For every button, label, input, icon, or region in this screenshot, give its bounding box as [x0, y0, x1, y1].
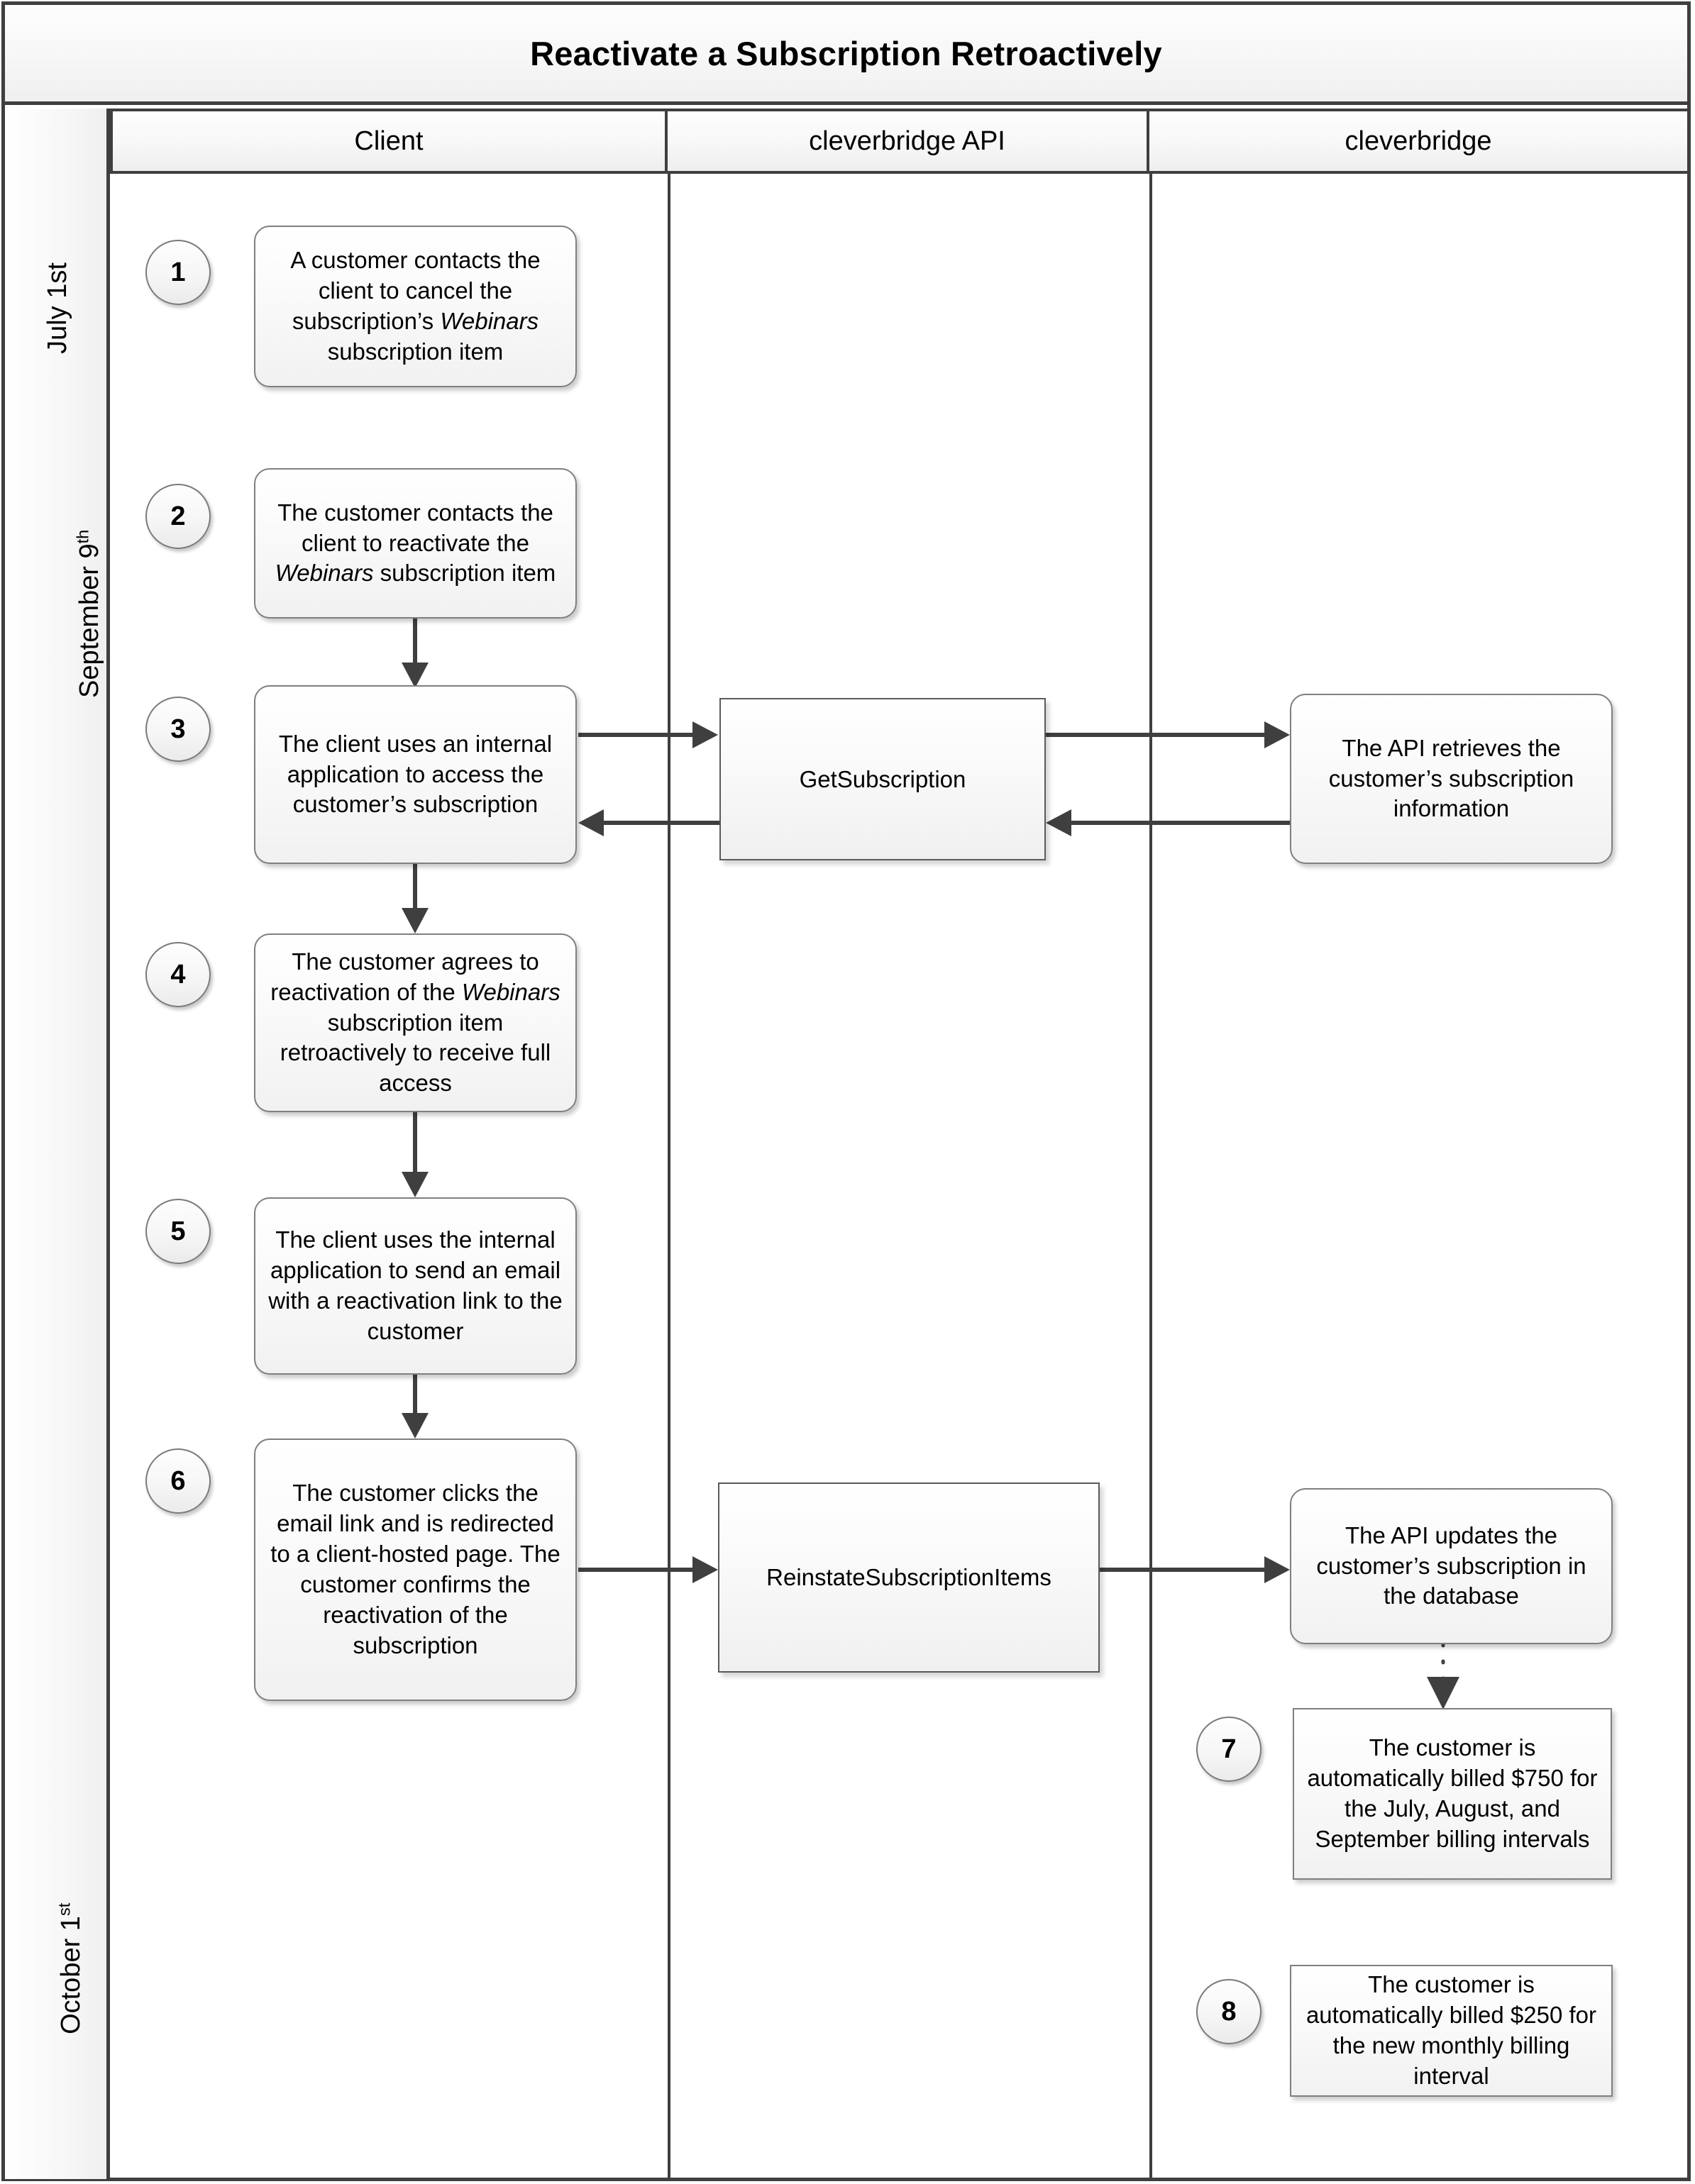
- date-label-september-9th: September 9th: [5, 530, 110, 698]
- lane-header-cleverbridge-api-label: cleverbridge API: [809, 126, 1005, 156]
- timeline-date-column: July 1st September 9th October 1st: [5, 109, 110, 2179]
- node-api-updates-subscription-text: The API updates the customer’s subscript…: [1316, 1521, 1586, 1609]
- arrowhead-step2-step3: [402, 663, 429, 688]
- node-api-retrieves-subscription: The API retrieves the customer’s subscri…: [1290, 694, 1613, 864]
- node-step-8: The customer is automatically billed $25…: [1290, 1965, 1613, 2097]
- lane-header-cleverbridge-api: cleverbridge API: [668, 109, 1149, 174]
- lane-divider-client-api: [668, 174, 670, 2179]
- api-call-reinstate-subscription-items: ReinstateSubscriptionItems: [718, 1482, 1100, 1673]
- arrowhead-getsubscription-api-retrieve: [1264, 721, 1290, 748]
- arrowhead-api-update-step7: [1427, 1677, 1459, 1709]
- arrowhead-reinstate-api-update: [1264, 1556, 1290, 1583]
- lane-header-client: Client: [110, 109, 668, 174]
- node-step-3: The client uses an internal application …: [254, 685, 577, 864]
- step-number-2: 2: [145, 484, 211, 549]
- arrowhead-step4-step5: [402, 1172, 429, 1197]
- diagram-title-band: Reactivate a Subscription Retroactively: [5, 5, 1687, 105]
- step-number-6: 6: [145, 1448, 211, 1514]
- arrowhead-step6-reinstate: [692, 1556, 718, 1583]
- node-step-1: A customer contacts the client to cancel…: [254, 226, 577, 387]
- lane-header-cleverbridge: cleverbridge: [1149, 109, 1687, 174]
- step-number-3: 3: [145, 697, 211, 762]
- arrowhead-step3-step4: [402, 908, 429, 933]
- node-api-retrieves-subscription-text: The API retrieves the customer’s subscri…: [1328, 734, 1574, 822]
- node-step-7: The customer is automatically billed $75…: [1293, 1708, 1612, 1880]
- node-step-5: The client uses the internal application…: [254, 1197, 577, 1375]
- step-number-7: 7: [1196, 1717, 1261, 1782]
- page-title: Reactivate a Subscription Retroactively: [530, 34, 1162, 72]
- node-step-6: The customer clicks the email link and i…: [254, 1439, 577, 1701]
- node-step-7-text: The customer is automatically billed $75…: [1307, 1734, 1598, 1852]
- api-call-get-subscription-label: GetSubscription: [799, 765, 966, 792]
- node-step-2: The customer contacts the client to reac…: [254, 468, 577, 619]
- node-step-5-text: The client uses the internal application…: [268, 1226, 563, 1344]
- api-call-get-subscription: GetSubscription: [719, 698, 1046, 860]
- node-step-4: The customer agrees to reactivation of t…: [254, 933, 577, 1112]
- node-step-1-text: A customer contacts the client to cancel…: [290, 247, 541, 365]
- lane-header-cleverbridge-label: cleverbridge: [1345, 126, 1492, 156]
- api-call-reinstate-subscription-items-label: ReinstateSubscriptionItems: [766, 1564, 1051, 1590]
- step-number-8: 8: [1196, 1979, 1261, 2044]
- node-step-6-text: The customer clicks the email link and i…: [270, 1480, 561, 1658]
- node-step-4-text: The customer agrees to reactivation of t…: [270, 948, 561, 1097]
- date-label-september-9th-text: September 9th: [73, 529, 104, 698]
- date-label-october-1st-text: October 1st: [55, 1902, 86, 2034]
- step-number-1: 1: [145, 240, 211, 305]
- arrowhead-getsubscription-step3: [578, 809, 604, 836]
- date-label-october-1st: October 1st: [5, 1903, 110, 2034]
- lane-header-client-label: Client: [354, 126, 424, 156]
- arrowhead-step5-step6: [402, 1413, 429, 1439]
- step-number-4: 4: [145, 942, 211, 1007]
- date-label-july-1st: July 1st: [5, 262, 110, 354]
- node-step-2-text: The customer contacts the client to reac…: [275, 499, 556, 587]
- arrowhead-step3-getsubscription: [692, 721, 718, 748]
- arrowhead-api-retrieve-getsubscription: [1046, 809, 1071, 836]
- step-number-5: 5: [145, 1199, 211, 1264]
- date-label-july-1st-text: July 1st: [42, 262, 72, 354]
- node-step-8-text: The customer is automatically billed $25…: [1305, 1971, 1597, 2089]
- node-step-3-text: The client uses an internal application …: [278, 730, 553, 818]
- node-api-updates-subscription: The API updates the customer’s subscript…: [1290, 1488, 1613, 1644]
- lane-divider-api-cleverbridge: [1149, 174, 1152, 2179]
